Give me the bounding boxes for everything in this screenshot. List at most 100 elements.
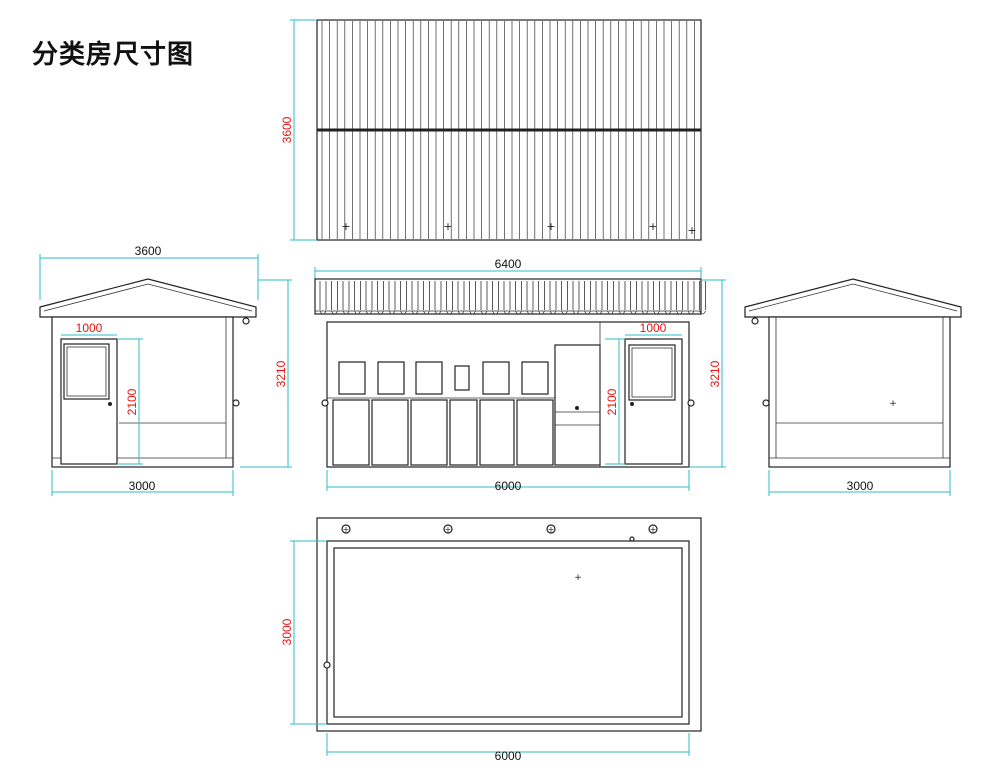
front-roof-rib-end xyxy=(400,310,407,315)
front-roof-rib xyxy=(641,281,649,310)
drawing-title: 分类房尺寸图 xyxy=(32,40,195,70)
front-roof-rib xyxy=(480,281,488,310)
left-elevation-dim-top: 3600 xyxy=(135,244,162,258)
front-roof-rib-end xyxy=(561,310,568,315)
front-roof-rib-end xyxy=(377,310,384,315)
front-roof-rib xyxy=(400,281,407,310)
front-roof-rib xyxy=(457,281,465,310)
front-roof-rib-end xyxy=(538,310,545,315)
front-roof-rib-end xyxy=(699,310,706,315)
front-roof-rib-end xyxy=(549,310,557,315)
front-roof-rib xyxy=(549,281,557,310)
front-roof-rib xyxy=(503,281,511,310)
front-roof-rib-end xyxy=(526,310,534,315)
front-upper-windows xyxy=(338,361,549,395)
right-gable-roof xyxy=(744,278,962,318)
floor-plan-view: + + + + + 3000 6000 xyxy=(280,517,702,763)
front-roof-rib xyxy=(434,281,442,310)
front-roof-rib-end xyxy=(423,310,430,315)
front-door-dim-height: 2100 xyxy=(605,388,619,415)
front-roof-ribs xyxy=(319,281,706,315)
front-roof-rib-end xyxy=(480,310,488,315)
front-roof-rib-end xyxy=(446,310,453,315)
front-roof-rib xyxy=(446,281,453,310)
front-service-window xyxy=(554,344,601,466)
left-dim-height: 3210 xyxy=(274,360,288,387)
front-door-dim-width: 1000 xyxy=(640,321,667,335)
front-roof-rib xyxy=(319,281,327,310)
front-roof-rib-end xyxy=(331,310,338,315)
front-roof-rib-end xyxy=(492,310,499,315)
svg-text:+: + xyxy=(341,220,350,233)
left-door-dim-height: 2100 xyxy=(125,388,139,415)
front-roof-rib-end xyxy=(365,310,373,315)
front-roof-rib-end xyxy=(630,310,637,315)
front-roof-rib-end xyxy=(342,310,350,315)
svg-text:+: + xyxy=(687,224,696,237)
front-roof-rib xyxy=(664,281,672,310)
front-roof-rib xyxy=(607,281,614,310)
svg-text:+: + xyxy=(343,525,350,534)
front-roof-rib xyxy=(687,281,695,310)
front-roof-rib-end xyxy=(595,310,603,315)
front-roof-rib-end xyxy=(584,310,591,315)
roof-plan-dim-height: 3600 xyxy=(280,116,294,143)
front-roof-rib xyxy=(653,281,660,310)
front-dim-height: 3210 xyxy=(708,360,722,387)
front-lower-panels xyxy=(332,399,554,466)
front-elevation-view: 6400 xyxy=(314,257,726,493)
front-roof-rib xyxy=(469,281,476,310)
svg-text:+: + xyxy=(889,399,897,409)
front-roof-rib xyxy=(388,281,396,310)
front-roof-rib-end xyxy=(354,310,361,315)
front-roof-rib-end xyxy=(411,310,419,315)
front-roof-rib xyxy=(526,281,534,310)
floor-plan-dim-height: 3000 xyxy=(280,618,294,645)
front-roof-band xyxy=(314,278,702,315)
front-roof-rib xyxy=(331,281,338,310)
front-roof-rib-end xyxy=(457,310,465,315)
front-dim-top: 6400 xyxy=(495,257,522,271)
front-roof-rib-end xyxy=(388,310,396,315)
front-roof-rib xyxy=(354,281,361,310)
front-roof-rib-end xyxy=(687,310,695,315)
front-roof-rib-end xyxy=(653,310,660,315)
svg-text:+: + xyxy=(443,220,452,233)
svg-text:+: + xyxy=(574,573,582,583)
front-roof-rib xyxy=(561,281,568,310)
front-roof-rib xyxy=(411,281,419,310)
front-roof-rib-end xyxy=(618,310,626,315)
front-roof-rib xyxy=(515,281,522,310)
front-roof-rib xyxy=(676,281,683,310)
right-elevation-body xyxy=(768,316,951,468)
front-roof-rib xyxy=(423,281,430,310)
front-roof-rib xyxy=(342,281,350,310)
svg-text:+: + xyxy=(648,220,657,233)
front-roof-rib-end xyxy=(434,310,442,315)
front-roof-rib xyxy=(630,281,637,310)
front-roof-rib-end xyxy=(676,310,683,315)
front-dim-bottom: 6000 xyxy=(495,479,522,493)
floor-plan-inner xyxy=(333,547,683,718)
front-roof-rib-end xyxy=(469,310,476,315)
front-roof-rib xyxy=(699,281,706,310)
left-gable-roof xyxy=(39,278,257,318)
svg-text:+: + xyxy=(546,220,555,233)
right-elevation-view: + 3000 xyxy=(744,278,962,496)
left-door-dim-width: 1000 xyxy=(76,321,103,335)
front-roof-rib xyxy=(584,281,591,310)
svg-text:+: + xyxy=(548,525,555,534)
front-roof-rib xyxy=(365,281,373,310)
floor-plan-dim-bottom: 6000 xyxy=(495,749,522,763)
front-roof-rib-end xyxy=(503,310,511,315)
floor-plan-fixings: + + + + xyxy=(323,524,658,669)
front-roof-rib xyxy=(618,281,626,310)
front-roof-rib-end xyxy=(319,310,327,315)
front-roof-rib-end xyxy=(572,310,580,315)
left-elevation-dim-bottom: 3000 xyxy=(129,479,156,493)
front-roof-rib-end xyxy=(641,310,649,315)
front-roof-rib-end xyxy=(664,310,672,315)
svg-text:+: + xyxy=(650,525,657,534)
svg-text:+: + xyxy=(445,525,452,534)
